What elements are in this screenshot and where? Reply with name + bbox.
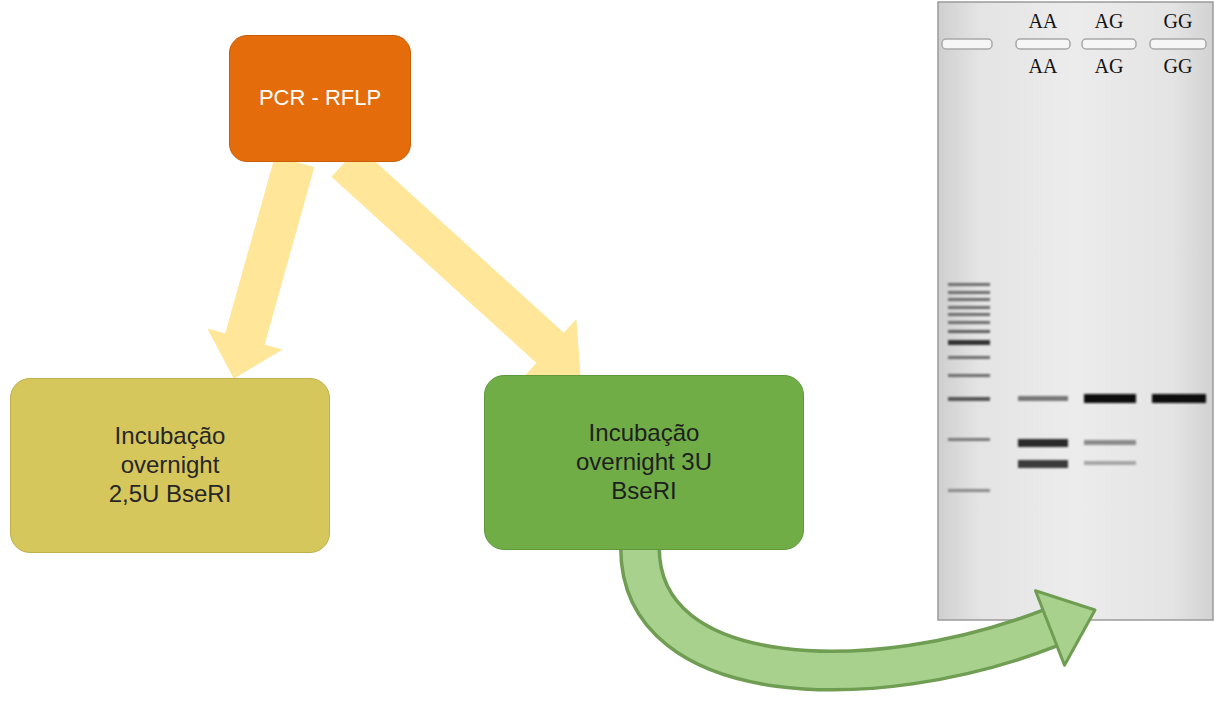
gel-well: [1150, 39, 1206, 49]
gel-well: [942, 39, 992, 49]
gel-band: [948, 374, 990, 377]
lane-genotype-label: AA: [1029, 11, 1058, 31]
block-arrow: [208, 157, 314, 378]
gel-band: [948, 489, 990, 492]
gel-band: [948, 313, 990, 316]
gel-band: [1084, 394, 1136, 403]
gel-band: [948, 321, 990, 324]
gel-band: [1084, 440, 1136, 445]
gel-band: [948, 330, 990, 333]
gel-well: [1082, 39, 1136, 49]
incubation-box: Incubação overnight 2,5U BseRI: [10, 378, 330, 553]
curved-arrow-outline: [640, 548, 1050, 671]
lane-genotype-label: AG: [1095, 11, 1124, 31]
gel-band: [948, 438, 990, 441]
curved-arrow-body: [640, 548, 1050, 671]
lane-genotype-label: AA: [1029, 56, 1058, 76]
node-label: Incubação overnight 2,5U BseRI: [95, 422, 245, 508]
node-label: PCR - RFLP: [259, 85, 381, 111]
gel-band: [948, 283, 990, 286]
incubation-box: Incubação overnight 3U BseRI: [484, 375, 804, 550]
gel-band: [1018, 396, 1068, 401]
gel-well: [1016, 39, 1070, 49]
gel-band: [1084, 461, 1136, 465]
gel-band: [948, 356, 990, 359]
gel-band: [1152, 394, 1206, 403]
gel-band: [1018, 460, 1068, 468]
gel-band: [948, 340, 990, 345]
gel-band: [948, 397, 990, 401]
ladder-bands: [948, 283, 990, 492]
gel-band: [948, 306, 990, 309]
gel-background: [938, 2, 1213, 620]
gel-band: [948, 291, 990, 294]
sample-bands: [1018, 394, 1206, 468]
gel-band: [948, 298, 990, 301]
lane-genotype-label: GG: [1164, 56, 1193, 76]
curved-arrow: [640, 548, 1095, 671]
lane-genotype-label: AG: [1095, 56, 1124, 76]
gel-wells: [942, 39, 1206, 49]
gel-band: [1018, 439, 1068, 447]
block-arrow: [332, 147, 580, 376]
lane-genotype-label: GG: [1164, 11, 1193, 31]
curved-arrow-head: [1036, 591, 1096, 666]
gel-image: [938, 2, 1213, 620]
node-label: Incubação overnight 3U BseRI: [569, 419, 719, 505]
process-box: PCR - RFLP: [229, 35, 411, 162]
